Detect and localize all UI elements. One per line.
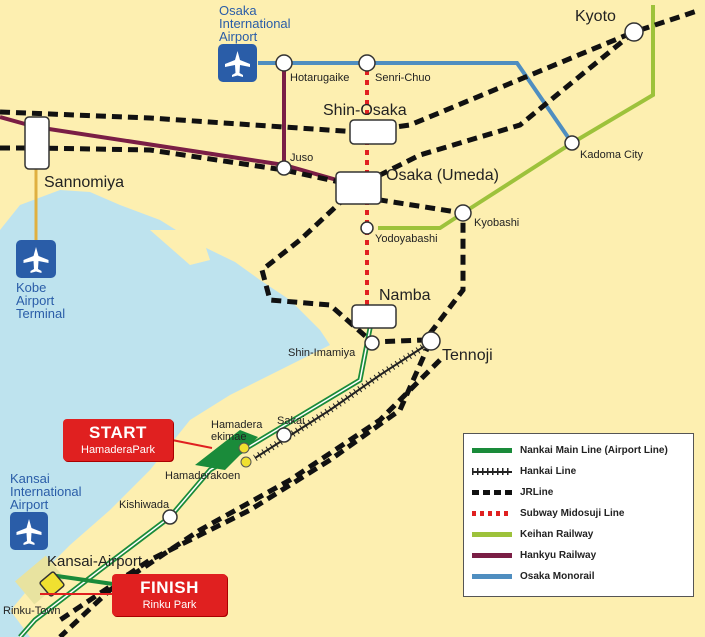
hamadera-park-area xyxy=(195,430,258,470)
kobe-airport-label-2: Airport xyxy=(16,293,55,308)
kyoto-label: Kyoto xyxy=(575,8,616,25)
legend-label-hankyu: Hankyu Railway xyxy=(520,550,597,561)
legend-row-hankai: Hankai Line xyxy=(472,461,685,482)
tennoji-label: Tennoji xyxy=(442,347,493,364)
kansai-airport-label-2: International xyxy=(10,484,82,499)
finish-badge: FINISH Rinku Park xyxy=(112,574,227,616)
finish-subtitle: Rinku Park xyxy=(142,599,197,611)
yodoyabashi-label: Yodoyabashi xyxy=(375,233,438,245)
juso-label: Juso xyxy=(290,152,313,164)
legend-row-jr: JRLine xyxy=(472,482,685,503)
kansai-airport-icon xyxy=(10,512,48,550)
hamaderakoen-label: Hamaderakoen xyxy=(165,470,240,482)
shin-osaka-box xyxy=(349,119,397,145)
osaka-airport-label-3: Airport xyxy=(219,29,258,44)
yodoyabashi-station xyxy=(360,221,374,235)
shin-osaka-label: Shin-Osaka xyxy=(323,102,407,119)
start-title: START xyxy=(89,423,147,442)
osaka-umeda-box xyxy=(335,171,382,205)
legend-swatch-jr xyxy=(472,490,512,495)
legend-swatch-midosuji xyxy=(472,511,512,516)
legend-label-monorail: Osaka Monorail xyxy=(520,571,595,582)
legend-swatch-hankyu xyxy=(472,553,512,558)
namba-box xyxy=(351,304,397,329)
juso-station xyxy=(276,160,292,176)
kadoma-city-label: Kadoma City xyxy=(580,149,643,161)
legend-row-nankai: Nankai Main Line (Airport Line) xyxy=(472,440,685,461)
osaka-airport-label-2: International xyxy=(219,16,291,31)
hotarugaike-label: Hotarugaike xyxy=(290,72,349,84)
hamadera-ekimae-stop xyxy=(238,442,250,454)
kansai-airport-box xyxy=(39,571,65,597)
hamaderakoen-stop xyxy=(240,456,252,468)
senri-chuo-station xyxy=(358,54,376,72)
airport-bridge xyxy=(49,573,121,587)
sannomiya-label: Sannomiya xyxy=(44,174,124,191)
legend-row-hankyu: Hankyu Railway xyxy=(472,545,685,566)
legend-swatch-keihan xyxy=(472,532,512,537)
hankai-line xyxy=(253,339,433,461)
legend-label-hankai: Hankai Line xyxy=(520,466,577,477)
kishiwada-station xyxy=(162,509,178,525)
osaka-airport-icon xyxy=(218,44,257,82)
sakai-label: Sakai xyxy=(277,415,305,427)
legend-row-monorail: Osaka Monorail xyxy=(472,566,685,587)
sakai-station xyxy=(276,427,292,443)
hamadera-label: Hamadera xyxy=(211,419,263,431)
tennoji-station xyxy=(421,331,441,351)
start-pointer xyxy=(171,439,213,449)
kansai-airport-station-label: Kansai-Airport xyxy=(47,553,143,570)
rinku-town-label: Rinku-Town xyxy=(3,605,60,617)
kyobashi-label: Kyobashi xyxy=(474,217,519,229)
kansai-airport-label-1: Kansai xyxy=(10,471,50,486)
kishiwada-label: Kishiwada xyxy=(119,499,170,511)
legend-swatch-hankai xyxy=(472,468,512,475)
legend-swatch-nankai xyxy=(472,448,512,453)
kyoto-station xyxy=(624,22,644,42)
shin-imamiya-station xyxy=(364,335,380,351)
legend-label-midosuji: Subway Midosuji Line xyxy=(520,508,625,519)
legend-label-jr: JRLine xyxy=(520,487,554,498)
start-badge: START HamaderaPark xyxy=(63,419,173,461)
senri-chuo-label: Senri-Chuo xyxy=(375,72,431,84)
keihan-line xyxy=(378,5,655,230)
hotarugaike-station xyxy=(275,54,293,72)
kyobashi-station xyxy=(454,204,472,222)
osaka-monorail-line xyxy=(258,61,574,145)
legend-row-midosuji: Subway Midosuji Line xyxy=(472,503,685,524)
legend-swatch-monorail xyxy=(472,574,512,579)
osaka-umeda-label: Osaka (Umeda) xyxy=(386,167,499,184)
kobe-airport-label-1: Kobe xyxy=(16,280,46,295)
sea-edge xyxy=(0,230,30,637)
start-subtitle: HamaderaPark xyxy=(81,444,155,456)
major-stations xyxy=(24,116,397,597)
kansai-airport-label-3: Airport xyxy=(10,497,49,512)
legend-label-nankai: Nankai Main Line (Airport Line) xyxy=(520,445,668,456)
finish-title: FINISH xyxy=(140,578,199,597)
osaka-bay xyxy=(0,190,330,625)
sannomiya-box xyxy=(24,116,50,170)
legend-label-keihan: Keihan Railway xyxy=(520,529,594,540)
kobe-airport-label-3: Terminal xyxy=(16,306,65,321)
ekimae-label: ekimae xyxy=(211,431,246,443)
kadoma-station xyxy=(564,135,580,151)
kansai-airport-island xyxy=(15,555,65,605)
osaka-airport-label-1: Osaka xyxy=(219,3,257,18)
kobe-airport-icon xyxy=(16,240,56,278)
coast-land xyxy=(150,230,210,265)
map-legend: Nankai Main Line (Airport Line) Hankai L… xyxy=(463,433,694,597)
station-markers xyxy=(162,22,644,525)
shin-imamiya-label: Shin-Imamiya xyxy=(288,347,356,359)
namba-label: Namba xyxy=(379,287,431,304)
legend-row-keihan: Keihan Railway xyxy=(472,524,685,545)
nankai-track xyxy=(19,317,373,637)
